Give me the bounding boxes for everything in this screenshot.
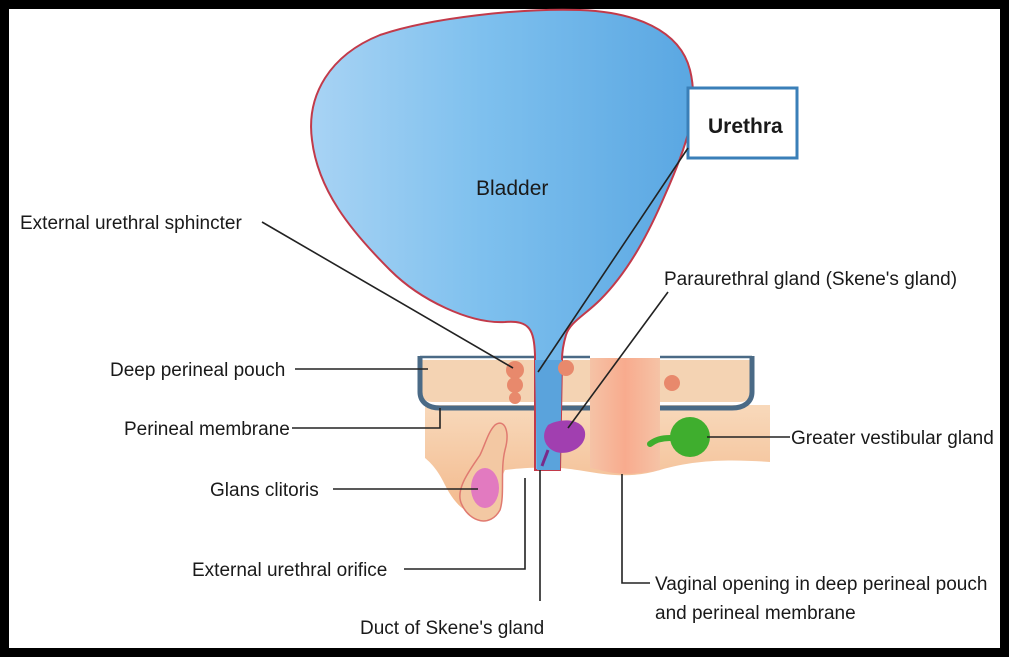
sphincter-muscle [507, 377, 523, 393]
perineal-membrane-label: Perineal membrane [124, 419, 290, 440]
bladder-label: Bladder [476, 177, 548, 200]
sphincter-muscle [664, 375, 680, 391]
urethra-shape [535, 360, 562, 470]
external-urethral-orifice-label: External urethral orifice [192, 560, 387, 581]
duct-of-skenes-gland-label: Duct of Skene's gland [360, 618, 544, 639]
sphincter-muscle [506, 361, 524, 379]
urethra-label: Urethra [708, 115, 783, 138]
sphincter-muscle [558, 360, 574, 376]
vaginal-opening-label-line2: and perineal membrane [655, 603, 856, 624]
greater-vestibular-gland-label: Greater vestibular gland [791, 428, 994, 449]
glans-clitoris-shape [471, 468, 499, 508]
glans-clitoris-label: Glans clitoris [210, 480, 319, 501]
deep-perineal-pouch-label: Deep perineal pouch [110, 360, 285, 381]
leader-perineal-membrane [292, 408, 440, 428]
sphincter-muscle [509, 392, 521, 404]
greater-vestibular-gland-shape [670, 417, 710, 457]
vaginal-opening-label-line1: Vaginal opening in deep perineal pouch [655, 574, 987, 595]
paraurethral-gland-label: Paraurethral gland (Skene's gland) [664, 269, 957, 290]
vaginal-opening-region [590, 358, 660, 474]
external-urethral-sphincter-label: External urethral sphincter [20, 213, 242, 234]
leader-vaginal-opening [622, 474, 650, 583]
